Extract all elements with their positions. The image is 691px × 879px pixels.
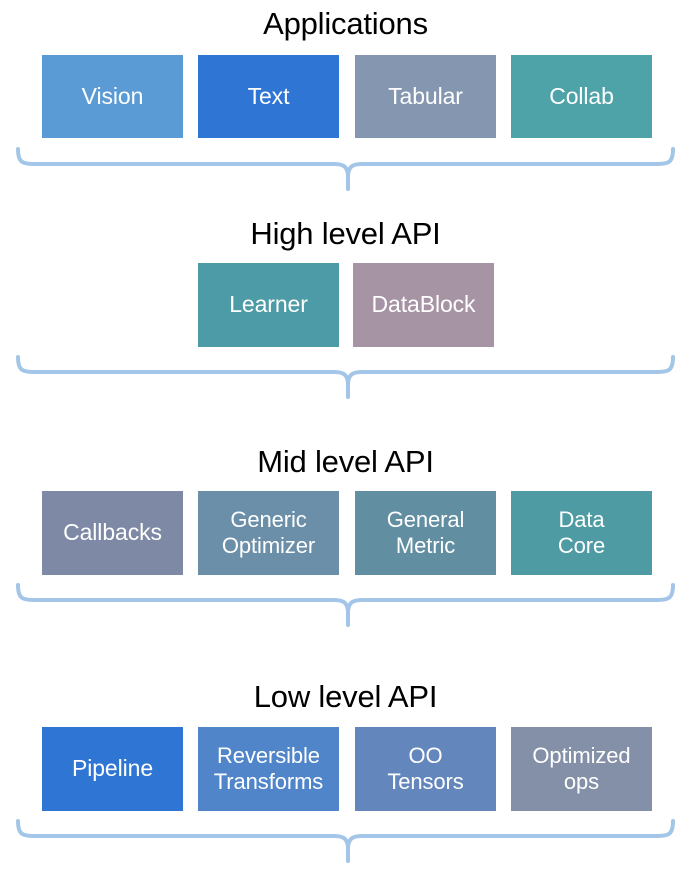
layer-title-low-level-api: Low level API [253, 679, 438, 714]
layer-title-mid-level-api: Mid level API [257, 444, 434, 479]
brace-mid-level-api [0, 582, 691, 628]
node-datablock[interactable]: DataBlock [353, 263, 494, 347]
node-learner[interactable]: Learner [198, 263, 339, 347]
node-pipeline[interactable]: Pipeline [42, 727, 183, 811]
brace-high-level-api [0, 354, 691, 400]
node-tabular[interactable]: Tabular [355, 55, 496, 138]
node-collab[interactable]: Collab [511, 55, 652, 138]
node-general-metric[interactable]: General Metric [355, 491, 496, 575]
node-row-high-level-api [0, 263, 691, 347]
node-data-core[interactable]: Data Core [511, 491, 652, 575]
node-optimized-ops[interactable]: Optimized ops [511, 727, 652, 811]
node-vision[interactable]: Vision [42, 55, 183, 138]
brace-applications [0, 146, 691, 192]
layer-title-applications: Applications [263, 6, 428, 41]
node-oo-tensors[interactable]: OO Tensors [355, 727, 496, 811]
node-text[interactable]: Text [198, 55, 339, 138]
node-reversible-transforms[interactable]: Reversible Transforms [198, 727, 339, 811]
brace-low-level-api [0, 818, 691, 864]
node-generic-optimizer[interactable]: Generic Optimizer [198, 491, 339, 575]
node-callbacks[interactable]: Callbacks [42, 491, 183, 575]
layer-title-high-level-api: High level API [250, 216, 441, 251]
